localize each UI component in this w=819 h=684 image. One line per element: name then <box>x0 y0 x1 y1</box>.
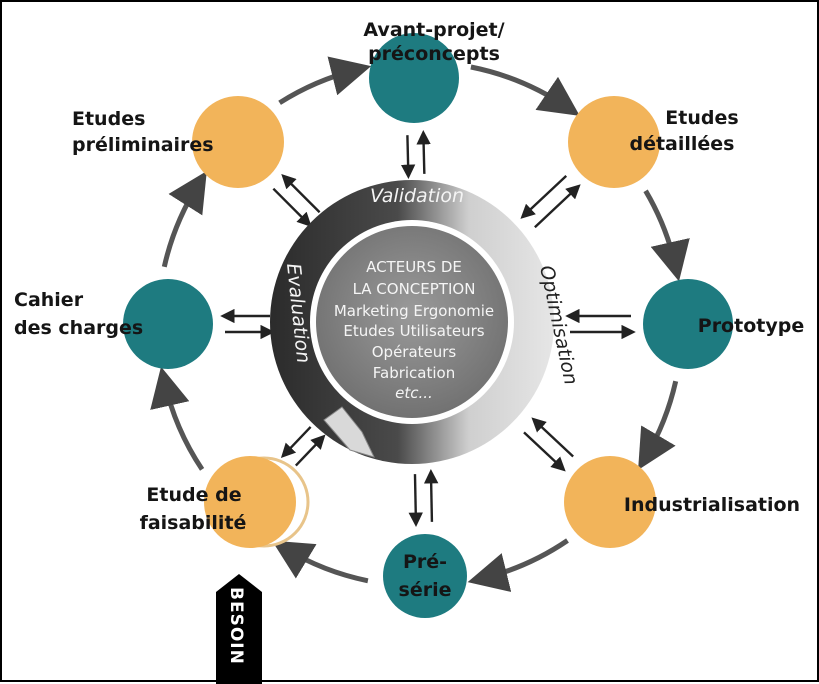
outer-cycle-arrows <box>150 56 690 592</box>
core-disc <box>316 226 508 418</box>
outer-arrow <box>467 538 569 592</box>
core-line: Etudes Utilisateurs <box>343 322 484 340</box>
node-etudes-detaillees: Etudes détaillées <box>568 96 739 188</box>
besoin-arrow: BESOIN <box>216 574 262 684</box>
node-label: détaillées <box>629 133 734 155</box>
node-label: Etudes <box>72 108 145 130</box>
node-prototype: Prototype <box>643 279 804 369</box>
node-circle <box>123 279 213 369</box>
node-label: préconcepts <box>368 43 500 65</box>
node-circle <box>568 96 660 188</box>
besoin-label: BESOIN <box>226 587 246 665</box>
ring-label-validation: Validation <box>370 185 464 207</box>
outer-arrow <box>161 170 207 268</box>
node-label: des charges <box>14 317 143 339</box>
arrow-to-center <box>272 187 312 227</box>
arrow-to-node <box>534 184 581 229</box>
core-line: LA CONCEPTION <box>353 280 476 298</box>
arrow-to-center <box>400 135 416 180</box>
arrow-to-node <box>416 129 431 174</box>
node-label: Etudes <box>665 107 738 129</box>
node-label: Etude de <box>146 484 241 506</box>
outer-arrow <box>638 380 679 471</box>
node-circle <box>564 456 656 548</box>
inner-exchange-arrows <box>220 129 636 527</box>
core-line: Marketing Ergonomie <box>334 302 494 320</box>
node-label: Pré- <box>403 551 447 573</box>
node-etudes-preliminaires: Etudes préliminaires <box>72 96 284 188</box>
outer-arrow <box>150 366 205 471</box>
core-line: ACTEURS DE <box>366 258 462 276</box>
outer-arrow <box>271 540 369 584</box>
arrow-to-node <box>408 474 423 527</box>
outer-arrow <box>470 64 580 116</box>
arrow-to-node <box>280 426 312 459</box>
central-ring: Validation Optimisation Evaluation <box>270 180 582 464</box>
node-circle <box>383 534 467 618</box>
arrow-to-center <box>423 469 439 522</box>
node-circle <box>204 456 296 548</box>
outer-arrow <box>278 56 372 105</box>
node-etude-faisabilite: Etude de faisabilité <box>140 456 296 548</box>
node-label: Cahier <box>14 289 84 311</box>
core-line: etc... <box>395 384 433 402</box>
node-label: Prototype <box>698 315 804 337</box>
node-cahier-charges: Cahier des charges <box>14 279 213 369</box>
node-label: Industrialisation <box>624 494 800 516</box>
arrow-to-center <box>294 434 326 467</box>
node-preserie: Pré-série <box>383 534 467 618</box>
arrow-to-center <box>531 417 574 458</box>
core-line: Opérateurs <box>372 343 457 361</box>
node-label: Avant-projet/ <box>363 19 504 41</box>
node-label: série <box>399 579 452 601</box>
arrow-to-node <box>523 431 566 472</box>
node-label: préliminaires <box>72 134 214 156</box>
arrow-to-node <box>281 173 321 214</box>
node-circle <box>643 279 733 369</box>
core-line: Fabrication <box>373 364 455 382</box>
node-industrialisation: Industrialisation <box>564 456 800 548</box>
node-avant-projet: Avant-projet/préconcepts <box>363 19 505 123</box>
node-circle <box>192 96 284 188</box>
arrow-to-center <box>520 174 568 219</box>
core-actors-text: ACTEURS DE LA CONCEPTION Marketing Ergonom… <box>334 258 494 402</box>
node-label: faisabilité <box>140 512 247 534</box>
node-circle <box>369 33 459 123</box>
ring-arrow-tail <box>323 406 375 458</box>
outer-arrow <box>643 189 690 282</box>
